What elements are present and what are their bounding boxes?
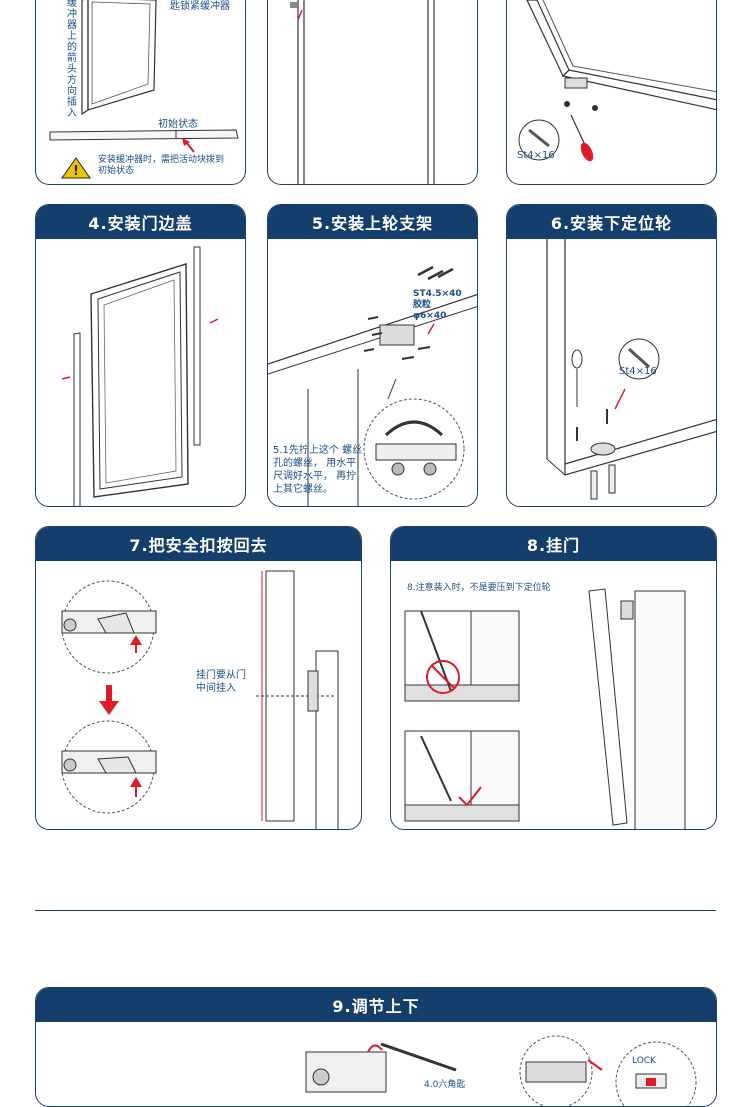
step-1-illustration: ! bbox=[49, 0, 239, 179]
step-5-illustration bbox=[268, 265, 477, 506]
step-8-card: 8.挂门 8.注意装入时，不是要压到下定位轮 bbox=[390, 526, 717, 830]
step-5-card: 5.安装上轮支架 ST4.5×40 胶粒φ6×40 5.1先拧上这个 螺丝孔的 bbox=[267, 204, 478, 507]
step-7-title: 7.把安全扣按回去 bbox=[36, 527, 361, 561]
step-2-illustration bbox=[290, 0, 435, 184]
step-4-card: 4.安装门边盖 bbox=[35, 204, 246, 507]
step-8-title: 8.挂门 bbox=[391, 527, 716, 561]
step-8-illustration bbox=[404, 588, 686, 829]
step-2-card bbox=[267, 0, 478, 185]
section-divider bbox=[35, 910, 716, 911]
step-7-note: 挂门要从门中间挂入 bbox=[196, 670, 246, 694]
step-5-title: 5.安装上轮支架 bbox=[268, 205, 477, 239]
step-1-vertical-text: 缓冲器上的箭头方向插入 bbox=[67, 0, 77, 119]
step-6-title: 6.安装下定位轮 bbox=[507, 205, 716, 239]
step-5-screw-spec: ST4.5×40 胶粒φ6×40 bbox=[413, 289, 462, 321]
step-7-illustration bbox=[61, 570, 339, 829]
step-1-warning-text: 安装缓冲器时，需把活动块拨到初始状态 bbox=[98, 155, 225, 176]
step-9-lock-label: LOCK bbox=[632, 1056, 656, 1066]
step-1-initial-label: 初始状态 bbox=[158, 119, 198, 130]
step-5-note: 5.1先拧上这个 螺丝孔的螺丝， 用水平尺调好水平， 再拧上其它螺丝。 bbox=[273, 445, 363, 495]
step-9-card: 9.调节上下 4.0六角匙 LOCK bbox=[35, 987, 717, 1107]
step-1-card: ! 缓冲器上的箭头方向插入 匙锁紧缓冲器 初始状态 安装缓冲器时，需把活动块拨到… bbox=[35, 0, 246, 185]
step-6-screw-label: St4×16 bbox=[619, 366, 657, 377]
step-1-lock-note: 匙锁紧缓冲器 bbox=[170, 1, 230, 12]
step-6-card: 6.安装下定位轮 St4×16 bbox=[506, 204, 717, 507]
step-9-wrench-label: 4.0六角匙 bbox=[424, 1080, 466, 1090]
step-3-screw-label: St4×16 bbox=[517, 150, 555, 161]
svg-text:!: ! bbox=[73, 164, 79, 179]
step-6-illustration bbox=[546, 239, 716, 500]
step-7-card: 7.把安全扣按回去 挂门要从门中间挂入 bbox=[35, 526, 362, 830]
step-4-illustration bbox=[61, 246, 219, 506]
step-9-title: 9.调节上下 bbox=[36, 988, 716, 1022]
step-9-illustration bbox=[305, 1035, 697, 1106]
step-8-note: 8.注意装入时，不是要压到下定位轮 bbox=[407, 583, 551, 593]
step-3-card: St4×16 bbox=[506, 0, 717, 185]
step-4-title: 4.安装门边盖 bbox=[36, 205, 245, 239]
step-3-illustration bbox=[518, 0, 716, 162]
